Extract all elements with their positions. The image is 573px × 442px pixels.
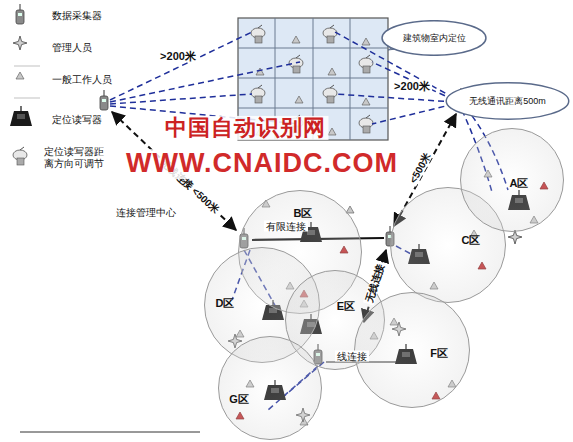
- illustration-part: [350, 18, 351, 140]
- illustration-part: [328, 68, 336, 75]
- zone-label: E区: [337, 299, 355, 314]
- illustration-part: [100, 90, 108, 110]
- callout-text: 无线通讯距离500m: [465, 96, 550, 106]
- illustration-part: [372, 62, 454, 100]
- bubble-ellipse: [382, 21, 486, 56]
- illustration-part: [359, 115, 373, 133]
- zone-label: C区: [462, 233, 481, 248]
- watermark-text: 中国自动识别网: [162, 116, 329, 140]
- illustration-part: [14, 66, 40, 67]
- link-label: 连接管理中心: [116, 207, 176, 218]
- illustration-part: [13, 147, 27, 165]
- illustration-part: [110, 62, 300, 102]
- illustration-part: [110, 94, 252, 104]
- watermark-text: WWW.CNAIDC.COM: [123, 149, 401, 179]
- illustration-part: [323, 85, 337, 103]
- callout-bubble: 无线通讯距离500m: [445, 82, 570, 120]
- illustration-part: [20, 432, 200, 433]
- zone-circle: F区: [354, 292, 470, 408]
- illustration-part: [295, 96, 303, 103]
- zone-label: G区: [229, 392, 249, 407]
- illustration-part: [110, 32, 252, 100]
- illustration-part: [16, 72, 24, 79]
- illustration-part: [16, 4, 24, 24]
- illustration-part: [14, 98, 40, 99]
- illustration-part: [362, 38, 370, 45]
- illustration-part: [10, 106, 32, 126]
- zone-label: D区: [216, 296, 235, 311]
- illustration-part: [372, 104, 454, 124]
- illustration-part: [335, 94, 454, 102]
- link-label: >200米: [158, 50, 198, 62]
- link-label: <500米: [406, 149, 433, 186]
- callout-text: 建筑物室内定位: [399, 33, 470, 43]
- zone-label: A区: [510, 176, 529, 191]
- legend-text: 一般工作人员: [52, 74, 112, 86]
- link-label: 有限连接: [264, 221, 308, 232]
- zone-circle: G区: [218, 336, 322, 440]
- legend-text: 定位读写器距离方向可调节: [44, 146, 110, 170]
- illustration-part: [13, 36, 27, 50]
- zone-label: B区: [294, 206, 313, 221]
- bubble-ellipse: [446, 83, 569, 119]
- illustration-part: [323, 25, 337, 43]
- legend-text: 定位读写器: [52, 114, 102, 126]
- illustration-part: [292, 36, 300, 43]
- callout-bubble: 建筑物室内定位: [381, 20, 487, 56]
- legend-text: 管理人员: [52, 42, 92, 54]
- illustration-part: [251, 25, 265, 43]
- illustration-part: [359, 55, 373, 73]
- illustration-part: [251, 85, 265, 103]
- illustration-part: [362, 98, 370, 105]
- legend-text: 数据采集器: [52, 10, 102, 22]
- zone-circle: A区: [460, 128, 564, 232]
- link-label: 线连接: [335, 351, 369, 362]
- illustration-part: [328, 128, 336, 135]
- link-label: >200米: [392, 80, 432, 92]
- illustration-part: [508, 230, 522, 244]
- zone-label: F区: [430, 346, 448, 361]
